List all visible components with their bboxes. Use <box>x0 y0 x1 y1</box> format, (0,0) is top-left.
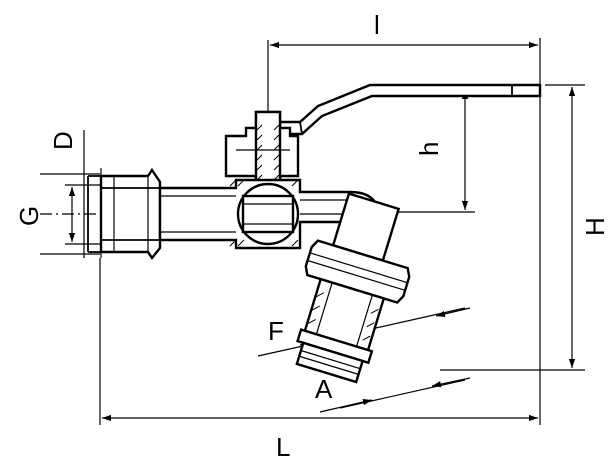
spout-outlet <box>295 192 411 384</box>
handle-lever <box>268 83 542 136</box>
label-L: L <box>276 432 290 462</box>
label-G: G <box>14 206 44 226</box>
label-D: D <box>48 131 78 150</box>
valve-body <box>40 167 382 261</box>
valve-stem <box>224 110 300 194</box>
label-A: A <box>315 374 333 404</box>
label-H: H <box>580 217 610 236</box>
label-F: F <box>268 316 284 346</box>
label-h: h <box>414 142 444 156</box>
label-l: l <box>374 10 380 40</box>
